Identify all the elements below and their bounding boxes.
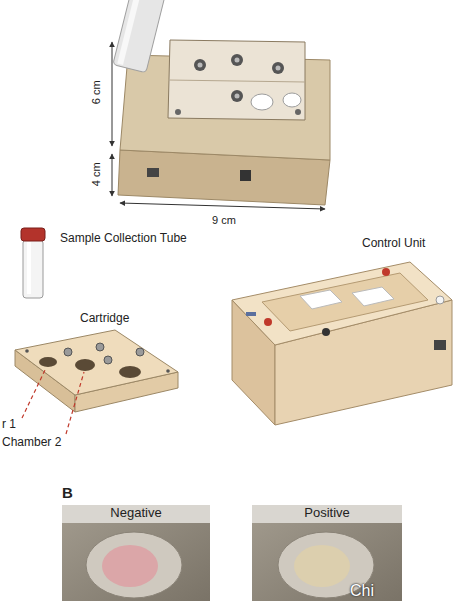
- result-label: Negative: [110, 506, 161, 521]
- chamber-label: r 1: [2, 418, 16, 432]
- part-name: Cartridge: [80, 312, 129, 326]
- watermark: Chi: [350, 582, 374, 600]
- result-photos: [62, 505, 402, 601]
- control-unit-drawing: [232, 262, 452, 425]
- dimension-label: 4 cm: [90, 162, 103, 186]
- dimension-label: 9 cm: [212, 214, 236, 227]
- dimension-label: 6 cm: [90, 80, 103, 104]
- panel-letter: B: [62, 484, 73, 501]
- part-name: Sample Collection Tube: [60, 232, 187, 246]
- part-name: Control Unit: [362, 237, 425, 251]
- tube-icon: [21, 228, 45, 298]
- cartridge-drawing: [15, 330, 178, 434]
- device-photo: [112, 0, 330, 209]
- result-label: Positive: [304, 506, 350, 521]
- chamber-label: Chamber 2: [2, 436, 61, 450]
